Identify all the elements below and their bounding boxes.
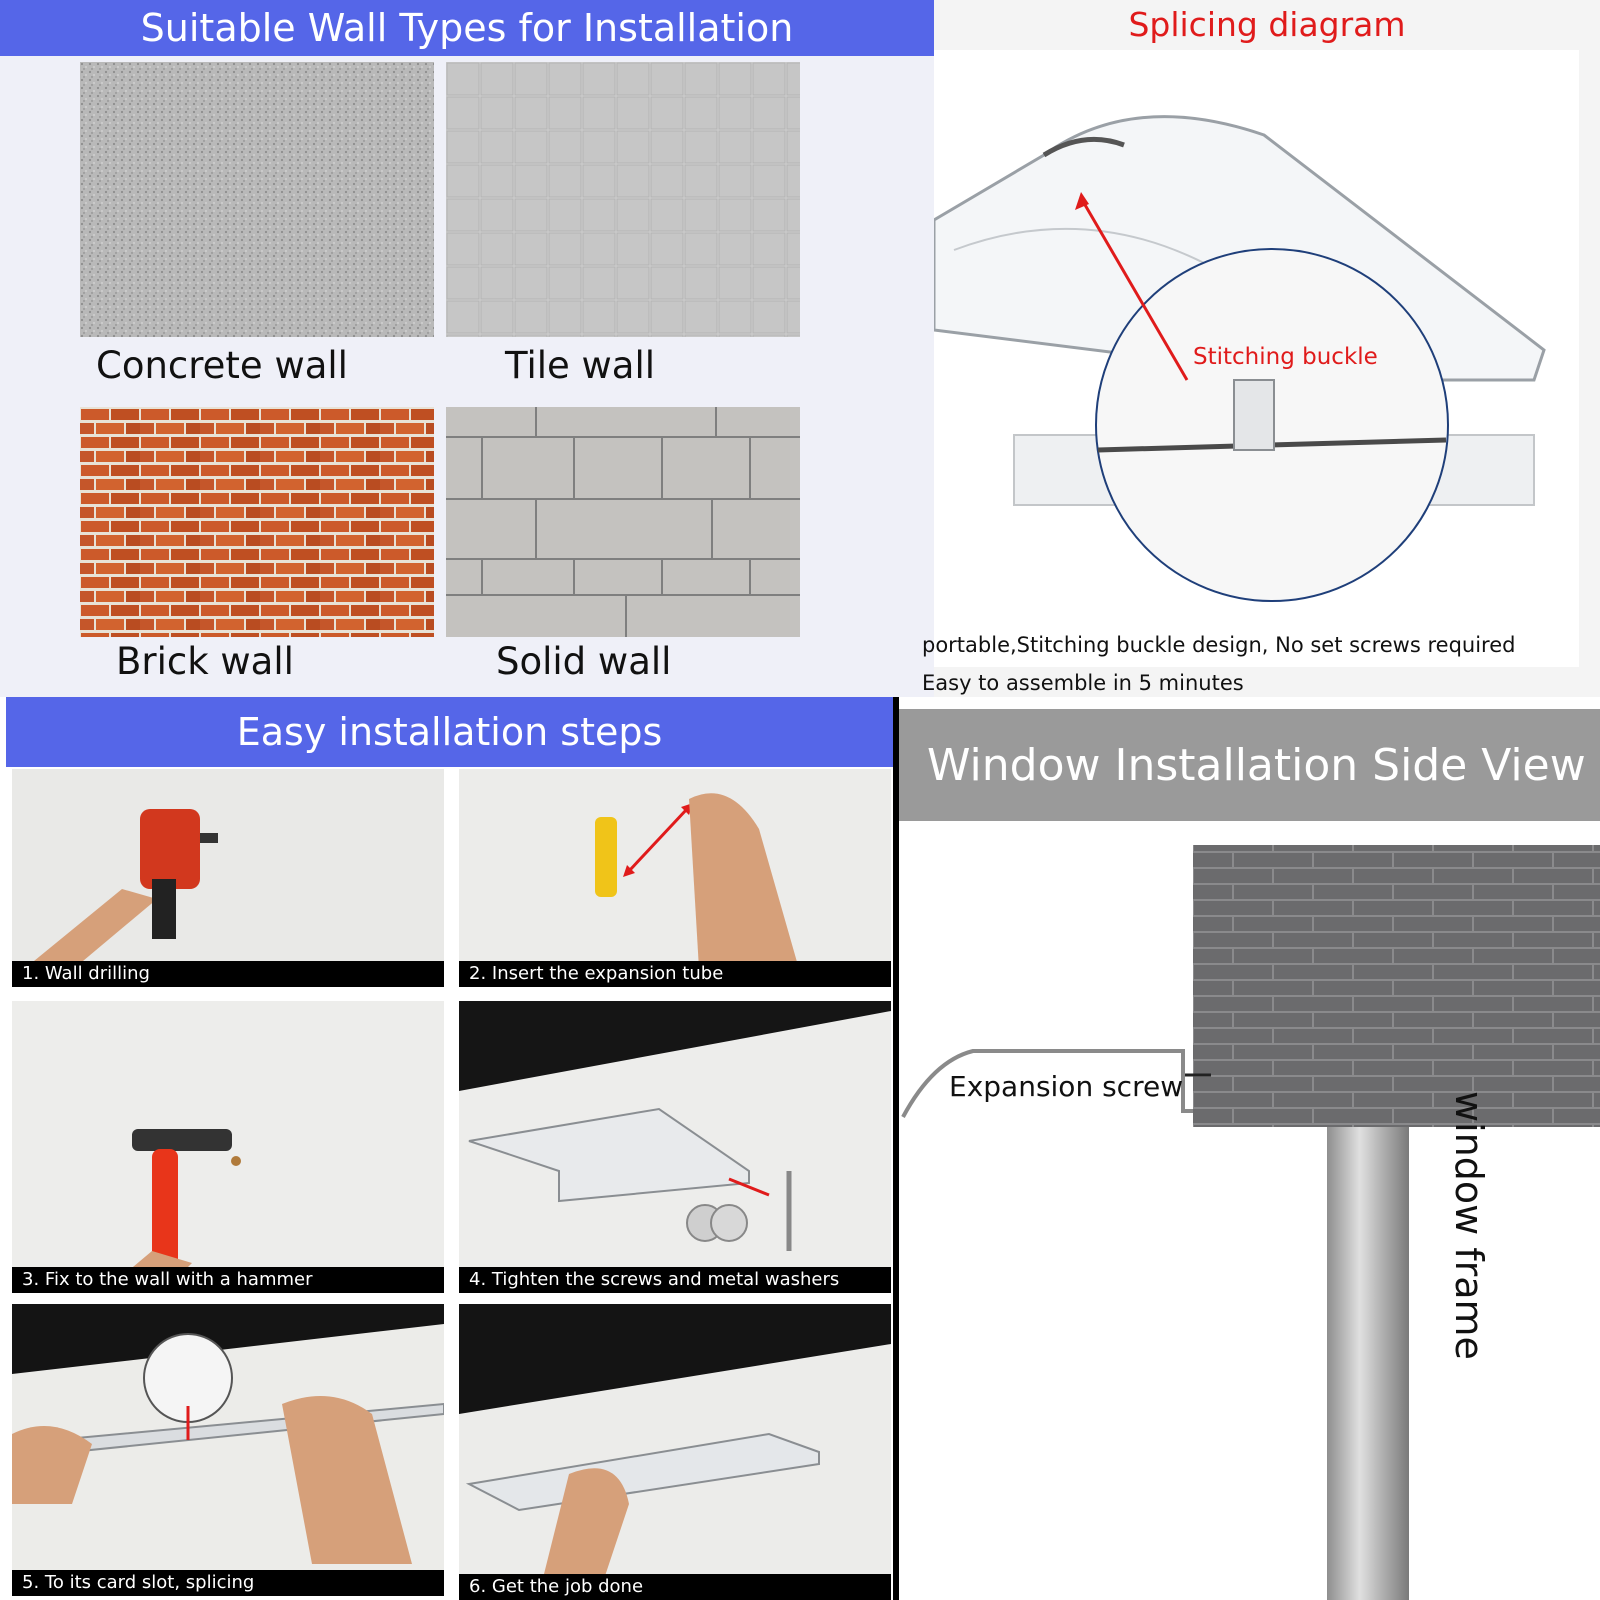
step-4-photo: 4. Tighten the screws and metal washers (459, 1001, 891, 1293)
splicing-panel: Splicing diagram Stitching buckle portab… (922, 0, 1600, 710)
step-5-caption: 5. To its card slot, splicing (12, 1570, 444, 1596)
tile-wall-label: Tile wall (505, 344, 656, 387)
side-view-panel: Window Installation Side View (893, 697, 1600, 1600)
wall-types-title: Suitable Wall Types for Installation (0, 0, 934, 56)
splicing-photo: Stitching buckle (932, 50, 1579, 667)
concrete-wall-image (80, 62, 434, 337)
step-2-photo: 2. Insert the expansion tube (459, 769, 891, 987)
brick-wall-image (80, 407, 434, 637)
installation-steps-panel: Easy installation steps 1. Wall drilling… (0, 697, 893, 1600)
step-5-photo: 5. To its card slot, splicing (12, 1304, 444, 1596)
step-2-caption: 2. Insert the expansion tube (459, 961, 891, 987)
step-4-caption: 4. Tighten the screws and metal washers (459, 1267, 891, 1293)
solid-wall-label: Solid wall (496, 640, 672, 683)
side-view-diagram: Expansion screw window frame (893, 821, 1600, 1600)
window-frame-label: window frame (1447, 1091, 1491, 1360)
side-view-title: Window Installation Side View (899, 709, 1600, 821)
expansion-screw-label: Expansion screw (949, 1070, 1184, 1103)
splicing-title: Splicing diagram (1128, 4, 1406, 44)
splicing-caption-line1: portable,Stitching buckle design, No set… (922, 633, 1516, 657)
tile-wall-image (446, 62, 800, 337)
step-3-photo: 3. Fix to the wall with a hammer (12, 1001, 444, 1293)
step-1-caption: 1. Wall drilling (12, 961, 444, 987)
steps-title: Easy installation steps (6, 697, 893, 767)
step-3-caption: 3. Fix to the wall with a hammer (12, 1267, 444, 1293)
divider-line (893, 697, 899, 1600)
step-6-photo: 6. Get the job done (459, 1304, 891, 1600)
splicing-caption-line2: Easy to assemble in 5 minutes (922, 671, 1244, 695)
concrete-wall-label: Concrete wall (96, 344, 348, 387)
solid-wall-image (446, 407, 800, 637)
step-6-caption: 6. Get the job done (459, 1574, 891, 1600)
stitching-buckle-callout: Stitching buckle (1193, 344, 1378, 370)
wall-types-panel: Suitable Wall Types for Installation (0, 0, 934, 697)
brick-wall-label: Brick wall (116, 640, 294, 683)
step-1-photo: 1. Wall drilling (12, 769, 444, 987)
